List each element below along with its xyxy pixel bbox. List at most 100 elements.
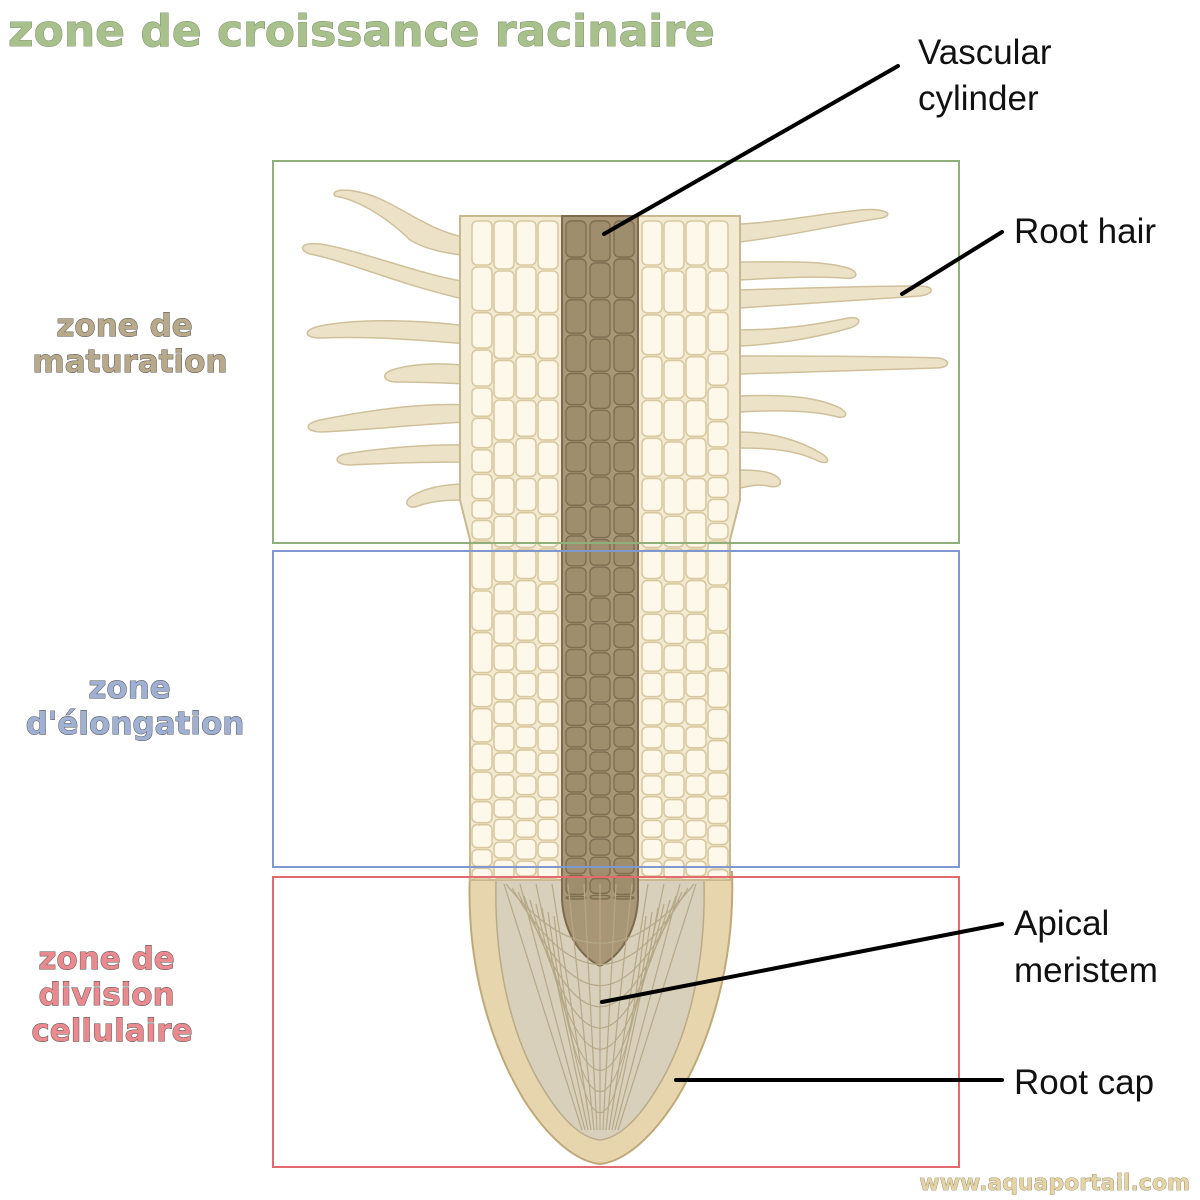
cortex-cell — [641, 548, 663, 580]
meristem-ray — [567, 883, 595, 1131]
cortex-cell — [663, 515, 685, 548]
cortex-cell — [707, 352, 729, 387]
cortex-cell — [537, 220, 559, 270]
vascular-cell — [613, 857, 635, 875]
vascular-cell — [589, 676, 611, 703]
cortex-cell — [537, 859, 559, 880]
cortex-cell — [515, 775, 537, 796]
cortex-cell — [493, 644, 515, 672]
cortex-cell — [537, 583, 559, 613]
cortex-cell — [641, 860, 663, 877]
cortex-cell — [515, 355, 537, 400]
cortex-cell — [707, 797, 729, 825]
cortex-cell — [515, 548, 537, 580]
meristem-ray — [535, 883, 589, 1131]
cortex-cell — [471, 823, 493, 849]
cortex-cell — [641, 220, 663, 266]
vascular-cell — [613, 748, 635, 773]
vascular-cell-grid — [565, 220, 635, 900]
cortex-cell — [493, 583, 515, 613]
vascular-cell — [565, 648, 587, 677]
cortex-cell — [641, 355, 663, 400]
cortex-cell — [707, 420, 729, 448]
meristem-ray — [519, 883, 586, 1131]
cortex-cell — [685, 266, 707, 314]
root-hairs — [301, 189, 949, 508]
cortex-cell — [471, 387, 493, 418]
cortex-cell — [493, 359, 515, 399]
cortex-cell — [537, 270, 559, 314]
vascular-cell — [589, 566, 611, 597]
cortex-cell — [537, 359, 559, 399]
cortex-cell — [707, 708, 729, 740]
cortex-cell — [471, 771, 493, 801]
diagram-title: zone de croissance racinaire — [8, 6, 715, 57]
vascular-cell — [565, 506, 587, 535]
vascular-cell — [565, 220, 587, 258]
cortex-cell — [641, 511, 663, 549]
cortex-cell — [685, 399, 707, 438]
vascular-cylinder-label: Vascular cylinder — [918, 33, 1061, 118]
cortex-cell — [537, 548, 559, 583]
cortex-cell — [471, 673, 493, 708]
meristem-ray — [617, 883, 697, 1131]
vascular-cell — [613, 700, 635, 726]
cortex-cell — [663, 644, 685, 672]
cortex-cell — [685, 613, 707, 642]
cortex-cell — [641, 697, 663, 726]
vascular-cell — [589, 409, 611, 441]
vascular-cell — [613, 773, 635, 793]
cortex-cell — [471, 499, 493, 520]
meristem-cells — [503, 883, 697, 1131]
cortex-cell — [707, 386, 729, 421]
cortex-cell — [641, 477, 663, 512]
cortex-cell — [707, 586, 729, 632]
vascular-cell — [565, 726, 587, 748]
cortex-cell — [641, 795, 663, 820]
cortex-cell — [641, 726, 663, 749]
vascular-cell — [613, 676, 635, 700]
cortex-cell — [515, 266, 537, 314]
cortex-cell — [685, 860, 707, 877]
cortex-cell — [707, 220, 729, 270]
maturation-zone-box — [272, 160, 960, 544]
cortex-cell — [537, 441, 559, 477]
vascular-cell — [565, 472, 587, 506]
cortex-cell — [493, 270, 515, 314]
vascular-cylinder-leader — [602, 64, 900, 236]
vascular-cell — [565, 676, 587, 700]
cortex-cell — [663, 612, 685, 645]
cortex-cell — [663, 270, 685, 314]
vascular-cell — [613, 648, 635, 677]
cortex-cell — [537, 774, 559, 799]
cortex-cell — [641, 775, 663, 796]
cortex-cell — [515, 860, 537, 877]
cortex-cell — [537, 798, 559, 819]
cortex-cell — [515, 726, 537, 749]
vascular-cell — [613, 816, 635, 835]
cortex-cell — [537, 671, 559, 701]
cortex-cell — [471, 266, 493, 312]
vascular-cell — [613, 567, 635, 594]
cortex-cell — [537, 612, 559, 645]
cortex-cell — [707, 632, 729, 670]
cortex-cell — [707, 498, 729, 523]
cortex-cell — [641, 579, 663, 614]
cortex-cell — [707, 739, 729, 772]
meristem-ray — [583, 883, 598, 1131]
cortex-cell — [685, 795, 707, 820]
cortex-cell — [537, 399, 559, 441]
elongation-zone-box — [272, 550, 960, 868]
cortex-cell — [515, 613, 537, 642]
cortex-cell — [471, 473, 493, 500]
vascular-cell — [565, 593, 587, 624]
vascular-cell — [613, 623, 635, 649]
cortex-cell — [641, 314, 663, 356]
cortex-cell — [685, 697, 707, 726]
vascular-cell — [613, 593, 635, 624]
cortex-cell — [493, 399, 515, 441]
vascular-cell — [589, 338, 611, 372]
vascular-cell — [565, 441, 587, 473]
vascular-cell — [589, 298, 611, 338]
